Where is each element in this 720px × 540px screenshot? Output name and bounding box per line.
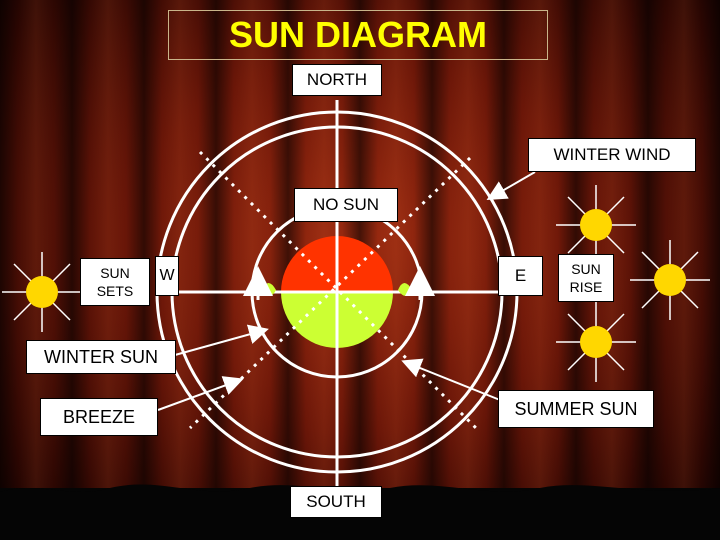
west-label: W <box>155 256 179 296</box>
sun-left-icon <box>2 252 82 332</box>
east-label: E <box>498 256 543 296</box>
north-label: NORTH <box>292 64 382 96</box>
diagonal-nw-se <box>198 150 480 432</box>
no-sun-label: NO SUN <box>294 188 398 222</box>
sun-rise-label: SUN RISE <box>558 254 614 302</box>
sun-right-icon <box>630 240 710 320</box>
summer-sun-label: SUMMER SUN <box>498 390 654 428</box>
summer-sun-arrow <box>401 358 501 401</box>
breeze-label: BREEZE <box>40 398 158 436</box>
slide-title: SUN DIAGRAM <box>168 10 548 60</box>
winter-wind-arrow <box>486 171 536 201</box>
sun-sets-label: SUN SETS <box>80 258 150 306</box>
winter-sun-label: WINTER SUN <box>26 340 176 374</box>
leaf-east <box>398 283 412 296</box>
leaf-west <box>262 283 276 296</box>
south-label: SOUTH <box>290 486 382 518</box>
sun-rise-top-icon <box>556 185 636 265</box>
sun-rise-bottom-icon <box>556 302 636 382</box>
winter-wind-label: WINTER WIND <box>528 138 696 172</box>
breeze-arrow <box>157 376 244 411</box>
winter-sun-arrow <box>174 324 269 356</box>
